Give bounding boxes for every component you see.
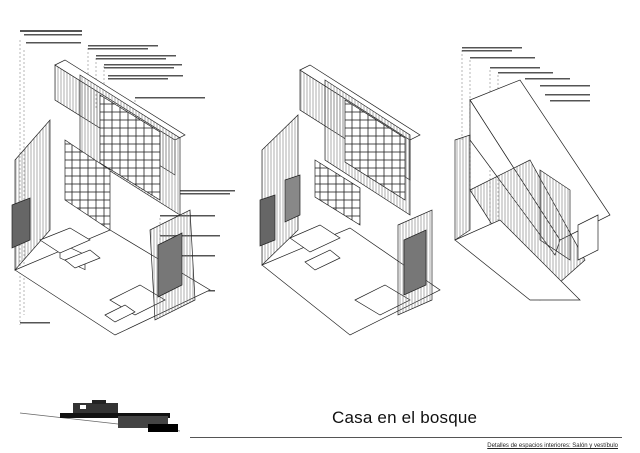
isometric-view-living-room-alt — [259, 64, 441, 336]
isometric-view-entrance-hall — [454, 47, 611, 301]
title-rule — [190, 437, 622, 438]
site-elevation-thumbnail — [19, 400, 181, 432]
isometric-view-living-room — [11, 30, 235, 336]
sheet-title: Casa en el bosque — [332, 408, 478, 427]
sheet-subtitle: Detalles de espacios interiores: Salón y… — [487, 443, 618, 449]
